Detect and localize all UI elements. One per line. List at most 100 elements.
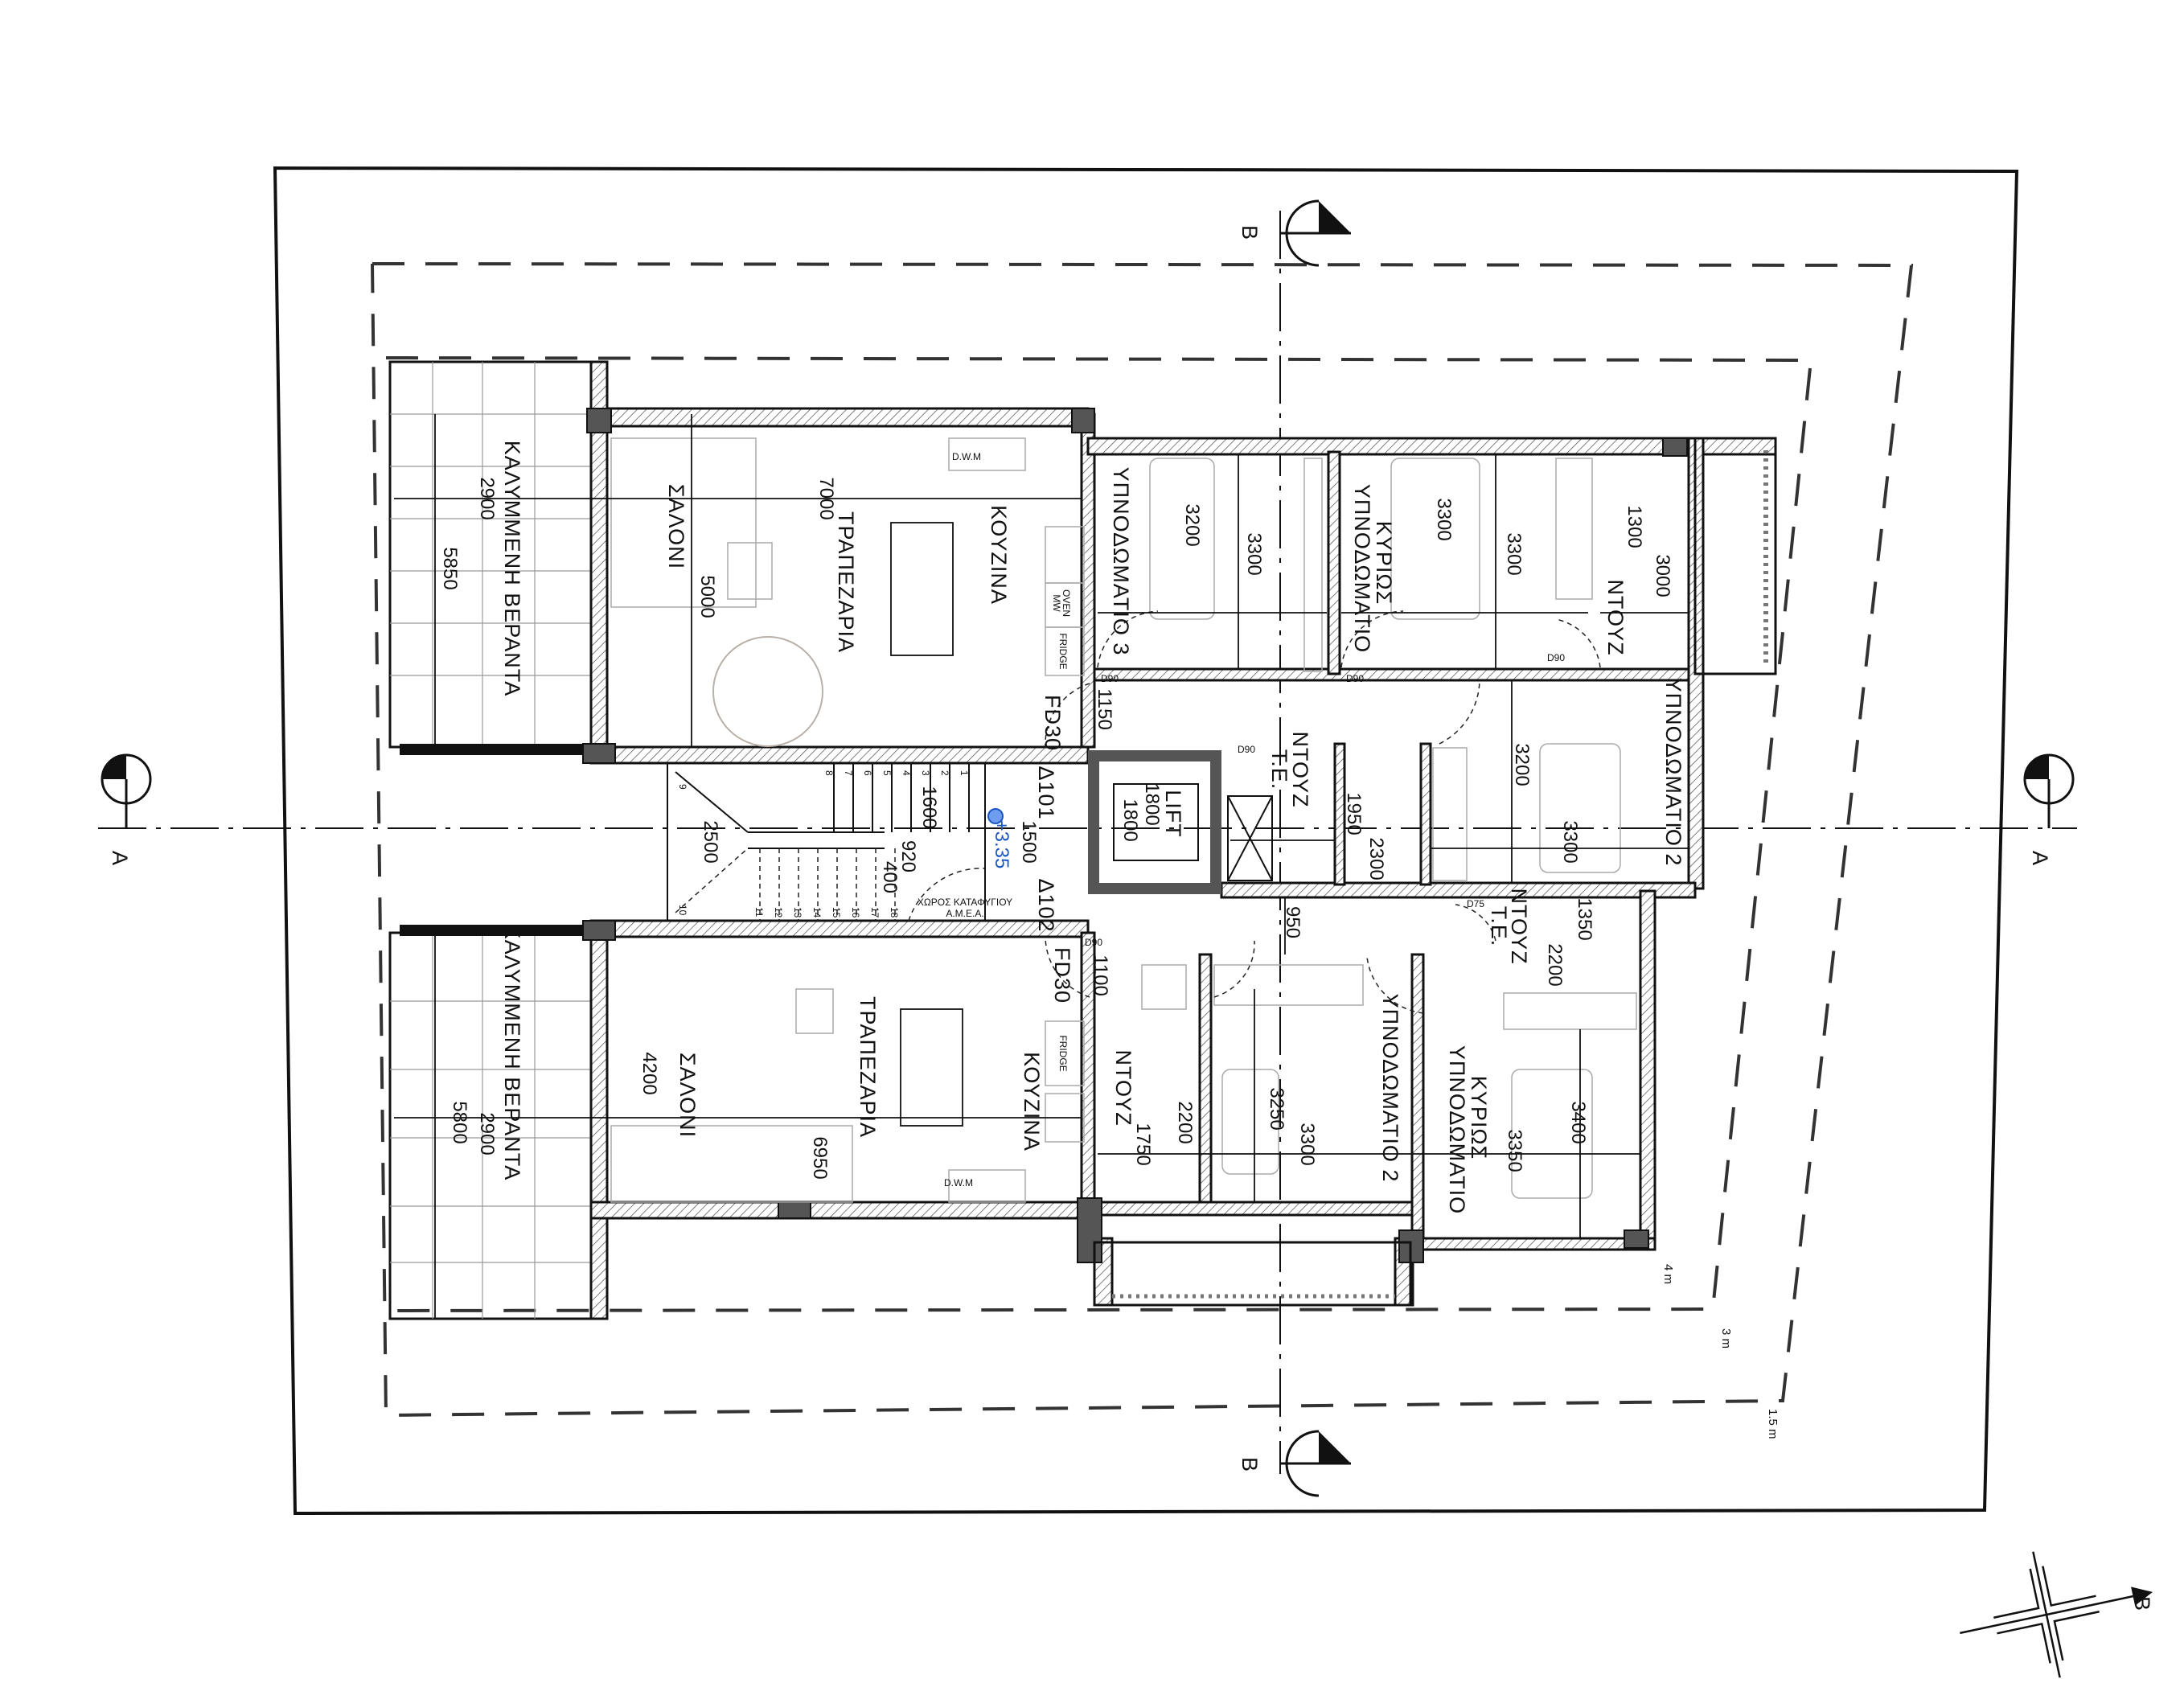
dim-lift-length: 1800 [1119,798,1141,841]
dim-upper-veranda-length: 5850 [439,547,461,589]
level-mark: +3.35 [991,820,1012,869]
room-label-lower-master-2: ΥΠΝΟΔΩΜΑΤΙΟ [1445,1045,1469,1214]
doors [908,610,1601,1014]
fire-door-upper: FD30 [1041,695,1065,751]
dim-lower-shower-width: 1750 [1132,1123,1154,1165]
section-label-b-top: B [1238,225,1262,240]
section-marker-b-top [1280,199,1351,267]
lift-shaft [1088,750,1221,894]
room-label-lower-shower: ΝΤΟΥΖ [1111,1049,1135,1126]
dim-upper-bath-1950: 1950 [1343,792,1365,835]
staircase [667,762,986,922]
dim-upper-shower-width: 1300 [1624,505,1645,548]
room-label-upper-kitchen: ΚΟΥΖΙΝΑ [987,505,1011,605]
stair-step-number: 18 [889,907,900,918]
room-label-lower-te: Τ.Ε. [1487,906,1511,947]
north-arrow-label: B [2130,1596,2154,1611]
dim-lower-master-length: 3400 [1567,1101,1589,1143]
dim-lower-bedroom-2-width: 3300 [1296,1123,1318,1165]
stair-step-number: 11 [753,907,765,917]
setback-label-3m: 3 m [1719,1328,1733,1348]
section-marker-b-bottom [1280,1430,1351,1497]
setback-3m [385,356,1813,1312]
stair-step-number: 9 [677,784,688,790]
section-marker-a-right [2023,753,2075,828]
shelter-label-2: Α.Μ.Ε.Α. [946,908,983,919]
room-label-upper-dining: ΤΡΑΠΕΖΑΡΙΑ [834,511,858,653]
setback-label-1-5m: 1.5 m [1766,1409,1780,1439]
stair-step-number: 16 [850,907,861,918]
dim-lower-veranda-width: 2900 [476,1112,498,1155]
door-tag: D75 [1467,898,1484,909]
room-label-lower-shower-te: ΝΤΟΥΖ [1507,888,1531,964]
appliance-dwm: D.W.M [952,451,981,462]
north-arrow [1960,1551,2153,1678]
room-label-lower-kitchen: ΚΟΥΖΙΝΑ [1020,1052,1044,1151]
dimension-lines [394,414,1689,1319]
lobby-label-d101: Δ101 [1034,766,1058,819]
door-tag: D90 [1346,673,1364,684]
dim-lower-living: 4200 [638,1052,660,1094]
fire-door-lower: FD30 [1050,947,1074,1004]
dim-lift-width: 1800 [1141,782,1163,825]
room-label-lower-dining: ΤΡΑΠΕΖΑΡΙΑ [856,996,880,1138]
shelter-label-1: ΧΩΡΟΣ ΚΑΤΑΦΥΓΙΟΥ [918,897,1012,908]
stair-step-number: 13 [792,907,803,918]
lobby-label-d102: Δ102 [1034,878,1058,932]
room-label-lower-master-1: ΚΥΡΙΩΣ [1467,1076,1491,1160]
room-label-upper-veranda: ΚΑΛΥΜΜΕΝΗ ΒΕΡΑΝΤΑ [500,441,524,697]
room-label-upper-shower-te: ΝΤΟΥΖ [1288,731,1312,807]
door-tag: D90 [1238,744,1255,755]
room-label-upper-shower: ΝΤΟΥΖ [1603,579,1628,655]
dim-lower-width: 6950 [809,1136,831,1179]
door-tag: D90 [1101,673,1119,684]
section-label-a-left: A [108,851,132,866]
dim-lower-master-width: 3350 [1504,1129,1525,1172]
room-label-lower-living: ΣΑΛΟΝΙ [675,1053,700,1138]
dim-lobby: 1500 [1018,820,1040,863]
room-label-upper-master-2: ΥΠΝΟΔΩΜΑΤΙΟ [1350,484,1374,653]
stair-step-number: 7 [843,770,854,776]
dim-lower-ensuite-width: 1350 [1574,897,1595,940]
dim-upper-corridor: 1150 [1094,688,1115,730]
stair-step-number: 17 [869,907,881,918]
appliance-oven: OVEN [1061,589,1072,617]
stair-step-number: 8 [823,770,835,776]
dim-upper-shower-length: 3000 [1652,554,1673,597]
appliance-lower-fridge: FRIDGE [1057,1035,1069,1071]
stair-step-number: 12 [773,907,784,918]
dim-upper-master-width: 3300 [1433,498,1455,540]
upper-veranda [388,360,593,749]
shaft-void [1227,795,1273,881]
dim-lower-shower-length: 2200 [1174,1101,1196,1143]
dim-920: 920 [897,840,919,872]
dim-bedroom-3-width: 3200 [1181,503,1203,546]
right-balcony [1693,437,1777,675]
room-label-upper-bedroom-2: ΥΠΝΟΔΩΜΑΤΙΟ 2 [1661,678,1685,867]
stair-step-number: 4 [901,770,912,776]
lift-label: LIFT [1161,790,1185,838]
room-label-lower-veranda: ΚΑΛΥΜΜΕΝΗ ΒΕΡΑΝΤΑ [500,925,524,1181]
door-tag: D90 [1085,937,1102,948]
section-label-a-right: A [2028,851,2052,866]
appliance-fridge: FRIDGE [1057,633,1069,669]
level-marker-icon [987,808,1004,824]
dim-upper-bedroom-2-width: 3200 [1511,743,1533,786]
appliance-mw: MW [1051,594,1062,612]
dim-upper-living: 5000 [696,575,718,618]
stair-step-number: 6 [862,770,873,776]
dim-1600: 1600 [918,786,940,828]
stair-step-number: 2 [939,770,950,776]
dim-bedroom-3-length: 3300 [1243,532,1265,575]
dim-upper-master-length: 3300 [1503,532,1525,575]
dim-upper-veranda-width: 2900 [476,477,498,519]
furniture [610,437,1637,1203]
dim-lower-hall: 950 [1282,906,1303,938]
stair-step-number: 14 [811,907,823,918]
dim-upper-bedroom-2-length: 3300 [1559,820,1581,863]
appliance-lower-dwm: D.W.M [944,1177,973,1188]
setback-label-4m: 4 m [1661,1264,1675,1284]
dim-400: 400 [879,861,901,893]
